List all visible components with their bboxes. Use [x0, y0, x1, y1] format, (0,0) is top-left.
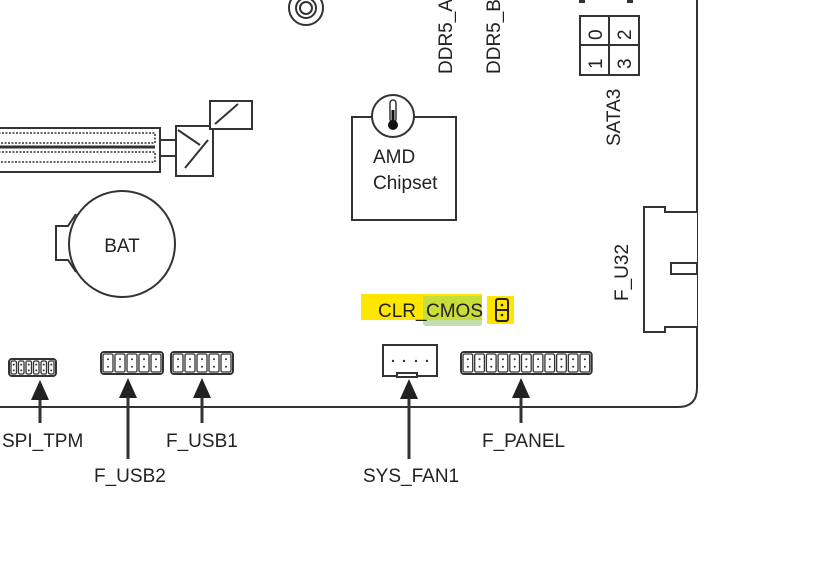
sata3-connector: 0 2 1 3 [579, 15, 640, 76]
sata-port-3: 3 [615, 58, 636, 69]
f-usb2-arrow [119, 378, 137, 459]
sys-fan1-arrow [400, 379, 418, 459]
f-usb1-label: F_USB1 [166, 431, 238, 452]
spi-tpm-arrow [31, 380, 49, 423]
f-usb1-header [170, 351, 234, 375]
sys-fan1-label: SYS_FAN1 [363, 466, 459, 487]
mounting-hole [288, 0, 324, 26]
f-u32-connector: F_U32 [612, 206, 698, 333]
thermometer-icon [371, 94, 415, 138]
spi-tpm-label: SPI_TPM [2, 431, 83, 452]
spi-tpm-header [8, 358, 57, 377]
chipset-label-line1: AMD [373, 147, 415, 168]
board-outline [0, 0, 698, 408]
chipset-label-line2: Chipset [373, 173, 438, 194]
sys-fan1-connector [382, 344, 438, 378]
amd-chipset: AMD Chipset [351, 94, 457, 221]
f-panel-arrow [512, 378, 530, 423]
clr-label: CLR_ [378, 301, 427, 322]
f-panel-label: F_PANEL [482, 431, 565, 452]
bat-label: BAT [104, 236, 140, 257]
f-usb1-arrow [193, 378, 211, 423]
f-usb2-label: F_USB2 [94, 466, 166, 487]
sata-port-1: 1 [586, 58, 607, 69]
ddr5-b-label: DDR5_B [484, 0, 505, 74]
sata3-label: SATA3 [604, 89, 625, 146]
sata-port-0: 0 [586, 29, 607, 40]
clr-cmos-jumper: CLR_ CMOS [361, 294, 514, 326]
f-usb2-header [100, 351, 164, 375]
cmos-label: CMOS [426, 301, 483, 322]
ddr5-a-label: DDR5_A [436, 0, 457, 74]
battery: BAT [55, 190, 176, 298]
pcie-slot [0, 100, 253, 177]
sata-port-2: 2 [615, 29, 636, 40]
f-u32-label: F_U32 [612, 244, 633, 301]
f-panel-header [460, 351, 593, 375]
